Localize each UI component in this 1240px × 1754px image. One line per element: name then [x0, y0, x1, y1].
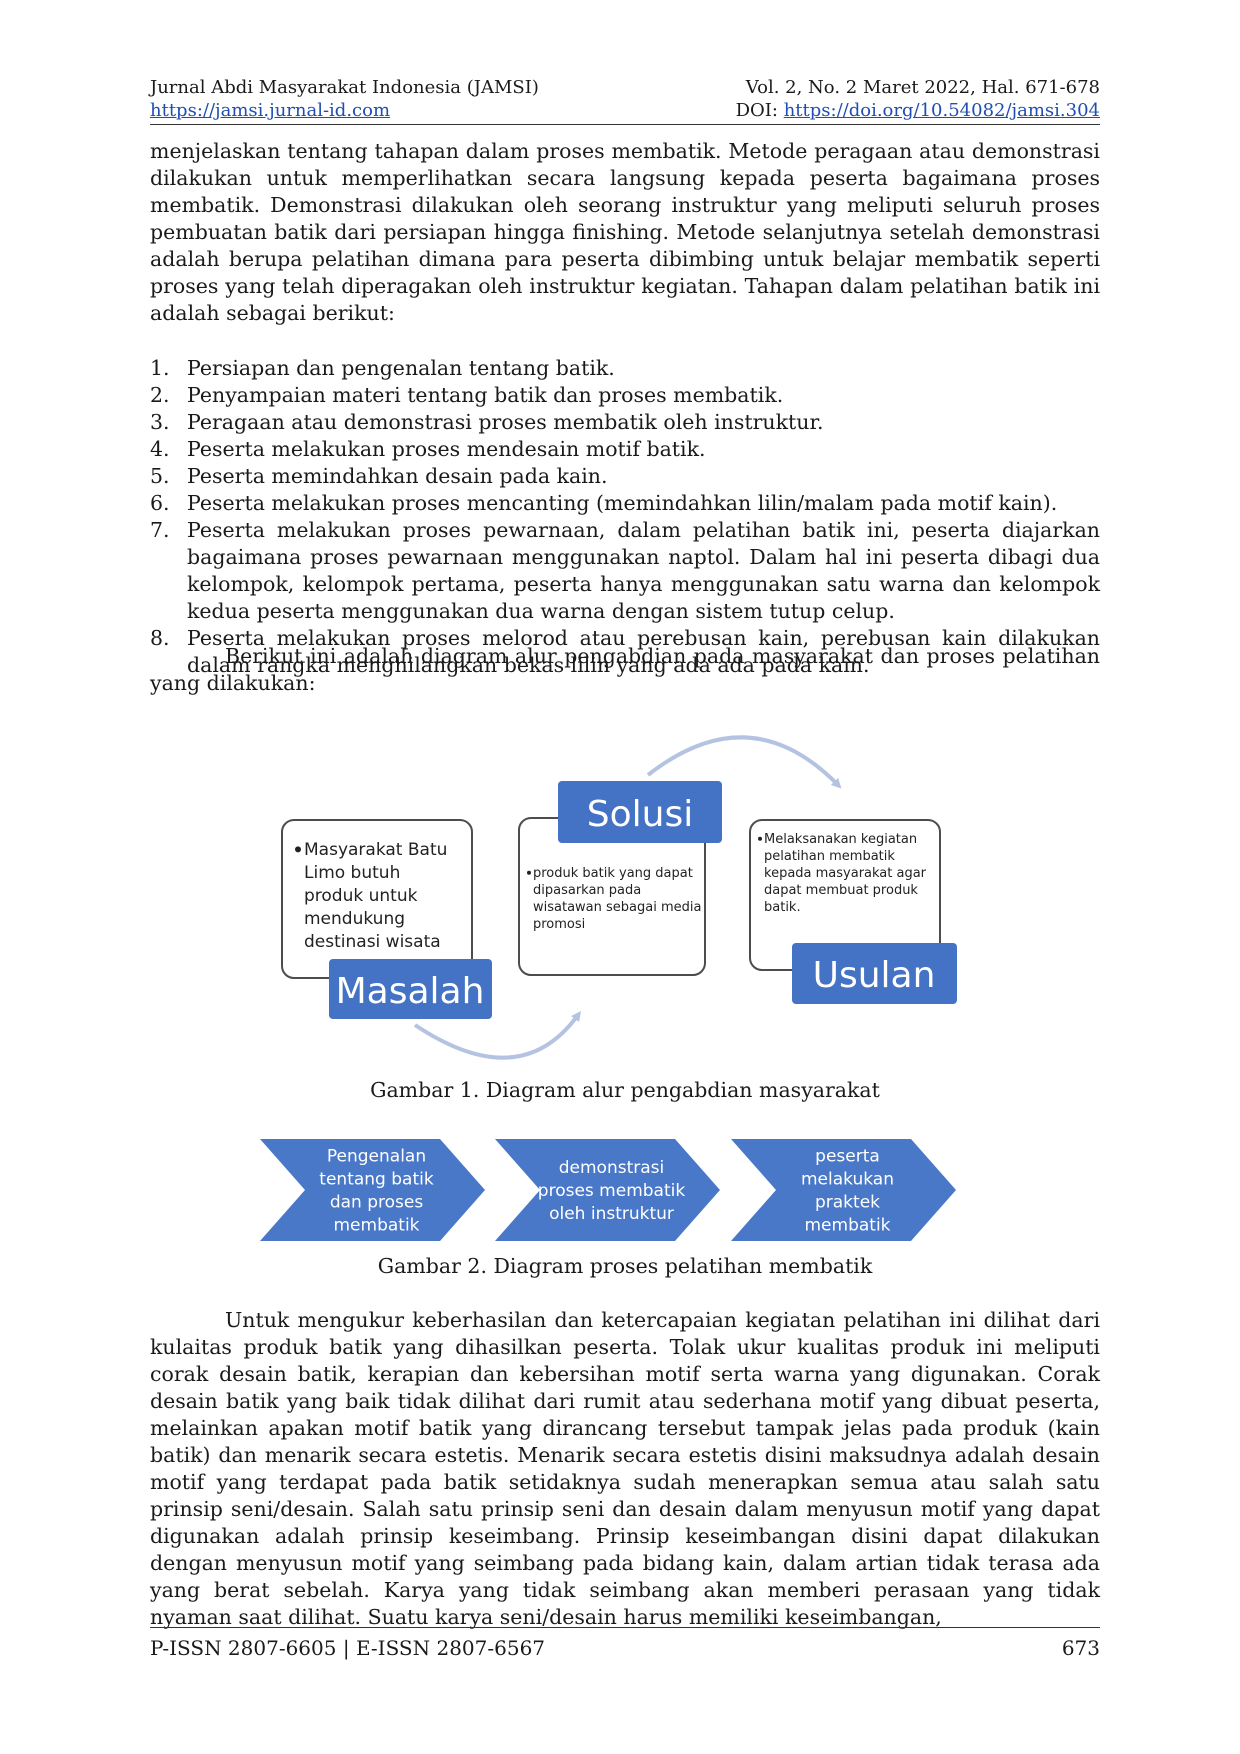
diagram-text-line: destinasi wisata [304, 932, 441, 952]
diagram-text-line: pelatihan membatik [764, 849, 895, 864]
step-number: 5. [150, 464, 170, 488]
step-item: 7. Peserta melakukan proses pewarnaan, da… [150, 517, 1100, 625]
step-text: Peserta melakukan proses mendesain motif… [187, 437, 706, 461]
volume-info: Vol. 2, No. 2 Maret 2022, Hal. 671-678 [745, 77, 1100, 98]
step-item: 3. Peragaan atau demonstrasi proses memba… [150, 409, 1100, 436]
step-item: 2. Penyampaian materi tentang batik dan p… [150, 382, 1100, 409]
training-steps-list: 1. Persiapan dan pengenalan tentang batik… [150, 355, 1100, 679]
step-text: Peserta melakukan proses melorod atau pe… [187, 626, 1100, 677]
solusi-label-box [558, 781, 722, 843]
evaluation-paragraph: Untuk mengukur keberhasilan dan ketercap… [150, 1308, 1100, 1629]
curved-arrow-masalah-solusi [413, 1010, 581, 1060]
solusi-text: produk batik yang dapat dipasarkan pada wi… [527, 866, 701, 932]
doi-label: DOI: [735, 100, 778, 121]
header-divider [150, 124, 1100, 125]
diagram-text-line: produk untuk [304, 886, 418, 906]
curved-arrow-solusi-usulan [646, 735, 842, 789]
diagram-text-line: mendukung [304, 909, 405, 929]
step-text: Peragaan atau demonstrasi proses membati… [187, 410, 824, 434]
solusi-label: Solusi [587, 794, 693, 835]
diagram-text-line: kepada masyarakat agar [764, 866, 927, 881]
step-number: 4. [150, 437, 170, 461]
diagram-text-line: Melaksanakan kegiatan [764, 832, 917, 847]
process-chevrons: Pengenalan tentang batik dan proses membati… [260, 1139, 956, 1241]
chevron-label-line: praktek [815, 1193, 880, 1213]
masalah-label-box [329, 959, 492, 1019]
step-number: 7. [150, 518, 170, 542]
usulan-label: Usulan [813, 955, 936, 996]
step-number: 2. [150, 383, 170, 407]
step-item: 6. Peserta melakukan proses mencanting (m… [150, 490, 1100, 517]
diagram-text-line: batik. [764, 900, 801, 915]
step-number: 1. [150, 356, 170, 380]
step-item: 1. Persiapan dan pengenalan tentang batik… [150, 355, 1100, 382]
chevron-label-line: membatik [804, 1216, 890, 1236]
diagram-text-line: produk batik yang dapat [533, 866, 693, 881]
chevron-label-line: membatik [333, 1216, 419, 1236]
chevron-label-line: Pengenalan [327, 1147, 426, 1167]
diagram-text-line: promosi [533, 917, 585, 932]
chevron-label-line: demonstrasi [559, 1158, 665, 1178]
diagram-text-line: dapat membuat produk [764, 883, 918, 898]
diagram-text-line: Masyarakat Batu [304, 840, 447, 860]
bullet-icon [527, 870, 531, 875]
bullet-icon [295, 846, 301, 853]
chevron-label-line: dan proses [330, 1193, 424, 1213]
figure-1-caption: Gambar 1. Diagram alur pengabdian masyar… [370, 1078, 880, 1102]
chevron-label-line: tentang batik [319, 1170, 434, 1190]
intro-paragraph: menjelaskan tentang tahapan dalam proses… [150, 139, 1100, 325]
diagram-text-line: Limo butuh [304, 863, 400, 883]
doi-line: DOI: https://doi.org/10.54082/jamsi.304 [736, 99, 1100, 122]
process-chevron [731, 1139, 956, 1241]
chevron-label-line: proses membatik [538, 1181, 686, 1201]
diagram-lead-in: Berikut ini adalah diagram alur pengabdi… [150, 644, 1100, 695]
chevron-label-line: oleh instruktur [549, 1204, 674, 1224]
step-text: Penyampaian materi tentang batik dan pro… [187, 383, 784, 407]
step-item: 4. Peserta melakukan proses mendesain mot… [150, 436, 1100, 463]
figure-2-caption: Gambar 2. Diagram proses pelatihan memba… [377, 1254, 873, 1278]
steps-list: 1. Persiapan dan pengenalan tentang batik… [150, 355, 1100, 679]
chevron-label-line: peserta [815, 1147, 880, 1167]
diagram-text-line: dipasarkan pada [533, 883, 641, 898]
paper-page: Jurnal Abdi Masyarakat Indonesia (JAMSI)… [150, 0, 1100, 1754]
footer-divider [150, 1627, 1100, 1628]
usulan-text: Melaksanakan kegiatan pelatihan membatik k… [758, 832, 927, 915]
masalah-label: Masalah [336, 971, 485, 1012]
bullet-icon [758, 836, 762, 841]
chevron-label-line: melakukan [801, 1170, 894, 1190]
figure-2-process-diagram: Pengenalan tentang batik dan proses membati… [260, 1139, 956, 1241]
step-number: 8. [150, 626, 170, 650]
doi-link[interactable]: https://doi.org/10.54082/jamsi.304 [783, 100, 1100, 121]
step-item: 5. Peserta memindahkan desain pada kain. [150, 463, 1100, 490]
journal-name: Jurnal Abdi Masyarakat Indonesia (JAMSI) [150, 77, 539, 98]
step-text: Peserta memindahkan desain pada kain. [187, 464, 608, 488]
journal-site-link[interactable]: https://jamsi.jurnal-id.com [150, 100, 391, 121]
step-text: Peserta melakukan proses mencanting (mem… [187, 491, 1058, 515]
process-chevron [495, 1139, 720, 1241]
page-number: 673 [1061, 1636, 1100, 1660]
usulan-label-box [792, 943, 957, 1004]
step-text: Peserta melakukan proses pewarnaan, dala… [187, 518, 1100, 623]
step-number: 6. [150, 491, 170, 515]
diagram-text-line: wisatawan sebagai media [533, 900, 701, 915]
issn-info: P-ISSN 2807-6605 | E-ISSN 2807-6567 [150, 1636, 546, 1660]
process-chevron [260, 1139, 485, 1241]
step-text: Persiapan dan pengenalan tentang batik. [187, 356, 615, 380]
step-number: 3. [150, 410, 170, 434]
step-item: 8. Peserta melakukan proses melorod atau … [150, 625, 1100, 679]
